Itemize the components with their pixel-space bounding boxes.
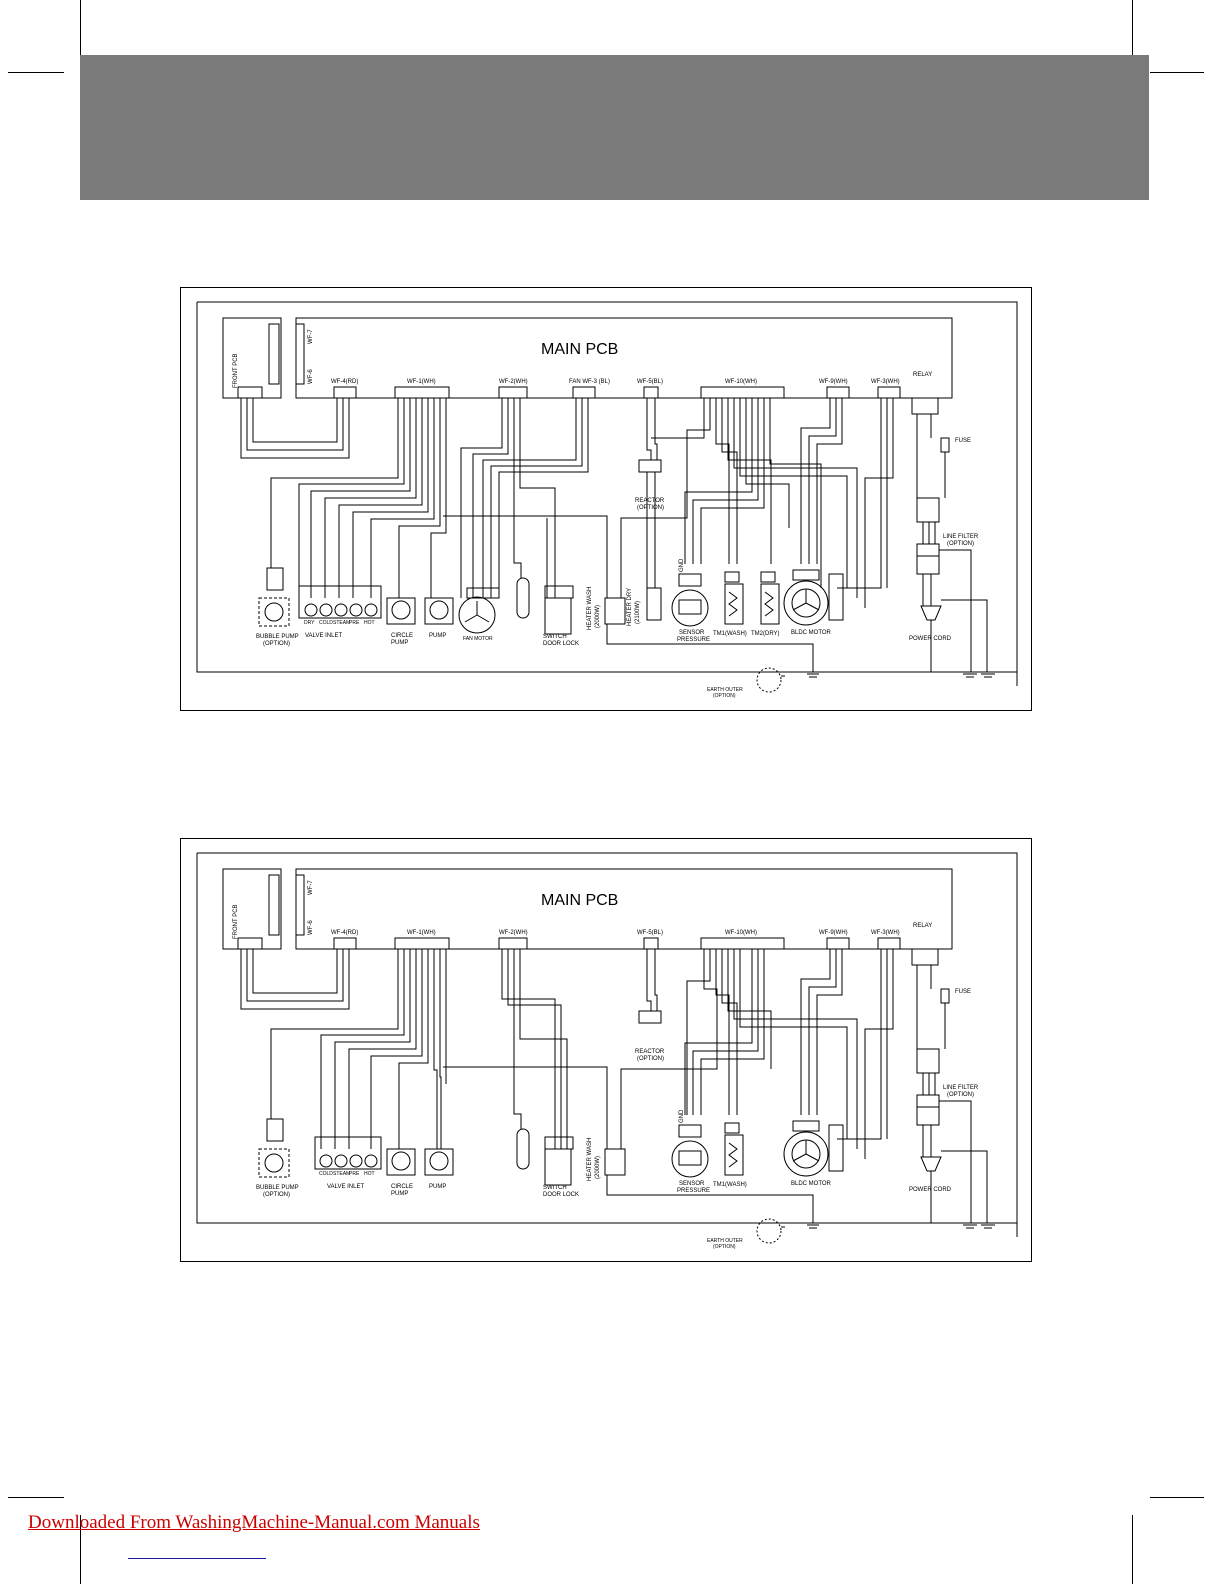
circle-pump-label-2: PUMP [391, 1191, 408, 1197]
crop-mark [1132, 1515, 1133, 1584]
heater-wash-label: HEATER WASH [587, 587, 593, 630]
heater-dry-power-label: (2100W) [635, 601, 641, 624]
valve-label: STEAM [333, 620, 350, 626]
line-filter-label: LINE FILTER [943, 534, 979, 540]
crop-mark [80, 0, 81, 55]
connector-label: WF-10(WH) [725, 930, 757, 936]
circle-pump-label: CIRCLE [391, 1184, 413, 1190]
connector-label: WF-4(RD) [331, 379, 358, 385]
earth-outer-label: EARTH OUTER [707, 687, 743, 693]
bubble-pump-label: BUBBLE PUMP [256, 634, 299, 640]
wiring-diagram-1-svg: MAIN PCB FRONT PCB WF-7 WF-6 WF-4(RD) WF… [196, 301, 1018, 699]
power-cord-label: POWER CORD [909, 636, 952, 642]
line-filter-option-label: (OPTION) [947, 1092, 974, 1098]
switch-label: SWITCH [543, 634, 567, 640]
pump-label: PUMP [429, 633, 446, 639]
bldc-motor-label: BLDC MOTOR [791, 1181, 832, 1187]
tm1-label: TM1(WASH) [713, 631, 747, 637]
pump-label: PUMP [429, 1184, 446, 1190]
connector-label: WF-9(WH) [819, 379, 848, 385]
heater-wash-power-label: (2000W) [595, 1156, 601, 1179]
door-lock-label: DOOR LOCK [543, 1192, 579, 1198]
line-filter-option-label: (OPTION) [947, 541, 974, 547]
reactor-label: REACTOR [635, 498, 665, 504]
wiring-diagram-1: MAIN PCB FRONT PCB WF-7 WF-6 WF-4(RD) WF… [180, 287, 1032, 711]
crop-mark [1132, 0, 1133, 55]
crop-mark [80, 1515, 81, 1584]
gnd-label: GND [679, 558, 685, 572]
download-source-link[interactable]: Downloaded From WashingMachine-Manual.co… [28, 1512, 480, 1533]
wf7-label: WF-7 [308, 880, 314, 895]
earth-outer-option-label: (OPTION) [713, 1244, 736, 1250]
main-pcb-label: MAIN PCB [541, 341, 618, 358]
main-pcb-label: MAIN PCB [541, 892, 618, 909]
power-cord-label: POWER CORD [909, 1187, 952, 1193]
crop-mark [1150, 1497, 1204, 1498]
wiring-diagram-2: MAIN PCB FRONT PCB WF-7 WF-6 WF-4(RD) WF… [180, 838, 1032, 1262]
valve-label: COLD [319, 1171, 333, 1177]
fuse-label: FUSE [955, 438, 971, 444]
crop-mark [1150, 72, 1204, 73]
connector-label: FAN WF-3 (BL) [569, 379, 610, 385]
bldc-motor-label: BLDC MOTOR [791, 630, 832, 636]
reactor-option-label: (OPTION) [637, 505, 664, 511]
crop-mark [8, 1497, 64, 1498]
wiring-diagram-2-svg: MAIN PCB FRONT PCB WF-7 WF-6 WF-4(RD) WF… [196, 852, 1018, 1250]
valve-label: COLD [319, 620, 333, 626]
wf6-label: WF-6 [308, 920, 314, 935]
valve-label: PRE [349, 620, 360, 626]
tm1-label: TM1(WASH) [713, 1182, 747, 1188]
fuse-label: FUSE [955, 989, 971, 995]
reactor-label: REACTOR [635, 1049, 665, 1055]
front-pcb-label: FRONT PCB [233, 353, 239, 388]
connector-label: WF-3(WH) [871, 930, 900, 936]
connector-label: WF-10(WH) [725, 379, 757, 385]
gnd-label: GND [679, 1109, 685, 1123]
heater-wash-power-label: (2000W) [595, 605, 601, 628]
earth-outer-option-label: (OPTION) [713, 693, 736, 699]
relay-label: RELAY [913, 923, 932, 929]
footer-rule [128, 1558, 266, 1559]
valve-label: DRY [304, 620, 315, 626]
valve-label: STEAM [333, 1171, 350, 1177]
connector-label: WF-5(BL) [637, 379, 663, 385]
valve-label: HOT [364, 620, 375, 626]
front-pcb-label: FRONT PCB [233, 904, 239, 939]
line-filter-label: LINE FILTER [943, 1085, 979, 1091]
valve-label: PRE [349, 1171, 360, 1177]
connector-label: WF-1(WH) [407, 930, 436, 936]
connector-label: WF-3(WH) [871, 379, 900, 385]
switch-label: SWITCH [543, 1185, 567, 1191]
valve-inlet-label: VALVE INLET [305, 633, 342, 639]
connector-label: WF-1(WH) [407, 379, 436, 385]
wf6-label: WF-6 [308, 369, 314, 384]
valve-inlet-label: VALVE INLET [327, 1184, 364, 1190]
door-lock-label: DOOR LOCK [543, 641, 579, 647]
sensor-label: SENSOR [679, 630, 705, 636]
sensor-label: SENSOR [679, 1181, 705, 1187]
wf7-label: WF-7 [308, 329, 314, 344]
tm2-label: TM2(DRY) [751, 631, 780, 637]
fan-motor-label: FAN MOTOR [463, 636, 493, 642]
earth-outer-label: EARTH OUTER [707, 1238, 743, 1244]
circle-pump-label-2: PUMP [391, 640, 408, 646]
pressure-label: PRESSURE [677, 637, 710, 643]
relay-label: RELAY [913, 372, 932, 378]
connector-label: WF-9(WH) [819, 930, 848, 936]
connector-label: WF-2(WH) [499, 379, 528, 385]
bubble-pump-option-label: (OPTION) [263, 641, 290, 647]
reactor-option-label: (OPTION) [637, 1056, 664, 1062]
valve-label: HOT [364, 1171, 375, 1177]
connector-label: WF-4(RD) [331, 930, 358, 936]
crop-mark [8, 72, 64, 73]
heater-dry-label: HEATER DRY [627, 588, 633, 626]
bubble-pump-option-label: (OPTION) [263, 1192, 290, 1198]
circle-pump-label: CIRCLE [391, 633, 413, 639]
heater-wash-label: HEATER WASH [587, 1138, 593, 1181]
bubble-pump-label: BUBBLE PUMP [256, 1185, 299, 1191]
pressure-label: PRESSURE [677, 1188, 710, 1194]
header-band [80, 55, 1149, 200]
connector-label: WF-2(WH) [499, 930, 528, 936]
connector-label: WF-5(BL) [637, 930, 663, 936]
